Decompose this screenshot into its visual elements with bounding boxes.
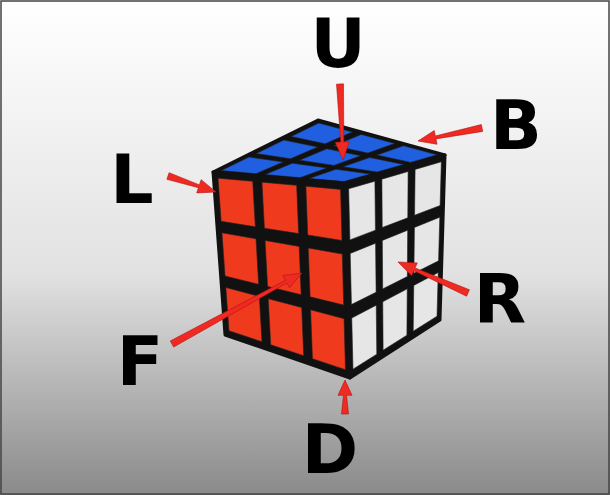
face-letter: F (117, 328, 163, 396)
sticker (383, 289, 407, 350)
face-letter: B (490, 92, 542, 160)
sticker (218, 178, 255, 227)
sticker (352, 305, 377, 369)
pointer-arrow (338, 380, 352, 414)
face-letter: U (310, 10, 365, 78)
pointer-arrows (167, 84, 483, 414)
pointer-arrow (398, 262, 469, 296)
front-face (213, 172, 350, 378)
sticker (382, 230, 407, 289)
face-letter: D (302, 416, 358, 484)
sticker (300, 149, 361, 166)
sticker (306, 186, 342, 240)
sticker (222, 233, 259, 284)
sticker (308, 248, 343, 305)
face-letter: R (474, 266, 526, 334)
sticker (414, 217, 440, 273)
pointer-arrow (167, 173, 216, 193)
sticker (349, 181, 376, 240)
sticker (256, 140, 318, 159)
right-face (345, 155, 445, 378)
sticker (262, 182, 299, 233)
pointer-arrow (335, 84, 349, 160)
sticker (382, 171, 408, 227)
pointer-arrow (418, 125, 483, 145)
sticker (265, 240, 301, 294)
sticker (415, 162, 442, 215)
sticker (413, 272, 438, 331)
face-letter: L (110, 146, 153, 214)
sticker (311, 310, 346, 370)
rubiks-cube (213, 120, 445, 378)
sticker (350, 243, 376, 304)
sticker (268, 299, 303, 356)
pointer-arrow (170, 273, 302, 347)
